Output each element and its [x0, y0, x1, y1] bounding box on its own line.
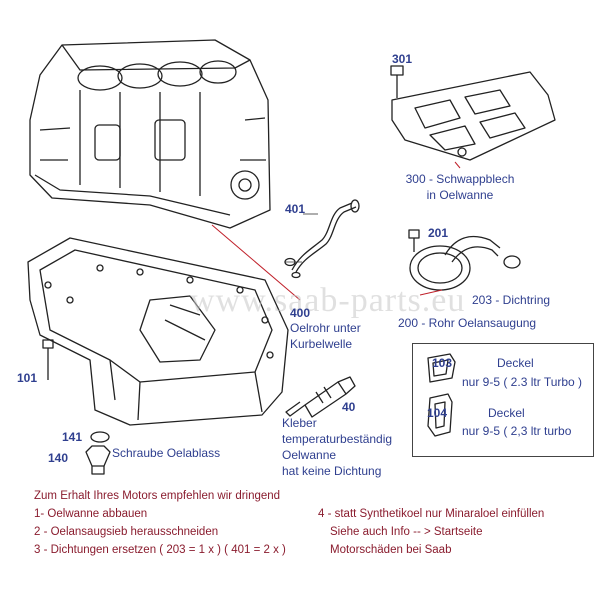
watermark: www.saab-parts.eu: [190, 282, 466, 319]
label-401: 401: [285, 202, 306, 216]
drain-plug: [85, 431, 111, 475]
label-40-line1: Kleber: [282, 416, 317, 430]
note-1: 1- Oelwanne abbauen: [34, 508, 148, 520]
cover-103: [427, 353, 456, 383]
label-400-line1: Oelrohr unter: [290, 321, 361, 335]
oil-suction-pipe: [408, 229, 521, 291]
label-203: 203 - Dichtring: [472, 293, 551, 307]
baffle-plate: [391, 71, 556, 161]
bolt-101: [42, 339, 54, 380]
bolt-301: [390, 65, 404, 98]
label-140: 140: [48, 451, 69, 465]
label-201: 201: [428, 226, 449, 240]
label-104-title: Deckel: [488, 406, 525, 420]
label-200: 200 - Rohr Oelansaugung: [398, 316, 537, 330]
engine-block: [29, 39, 271, 229]
label-140-desc: Schraube Oelablass: [112, 446, 221, 460]
label-400-line2: Kurbelwelle: [290, 337, 353, 351]
label-104-sub: nur 9-5 ( 2,3 ltr turbo: [462, 424, 572, 438]
label-103-title: Deckel: [497, 356, 534, 370]
note-6: Motorschäden bei Saab: [330, 544, 452, 556]
note-5: Siehe auch Info -- > Startseite: [330, 526, 483, 538]
oil-pipe: [284, 199, 360, 279]
label-40: 40: [342, 400, 356, 414]
oil-pan: [27, 237, 289, 426]
cover-104: [427, 393, 453, 437]
label-301: 301: [392, 52, 413, 66]
label-40-line4: hat keine Dichtung: [282, 464, 382, 478]
leader-400: [211, 224, 301, 301]
label-40-line3: Oelwanne: [282, 448, 337, 462]
note-4: 4 - statt Synthetikoel nur Minaraloel ei…: [318, 508, 545, 520]
label-101: 101: [17, 371, 38, 385]
label-141: 141: [62, 430, 83, 444]
notes-heading: Zum Erhalt Ihres Motors empfehlen wir dr…: [34, 490, 281, 502]
label-103-sub: nur 9-5 ( 2.3 ltr Turbo ): [462, 375, 583, 389]
sealant-tube: [285, 376, 356, 418]
leader-300: [454, 161, 461, 169]
deckel-box: [412, 343, 594, 457]
label-40-line2: temperaturbeständig: [282, 432, 393, 446]
label-300-sub: in Oelwanne: [426, 188, 494, 202]
label-400: 400: [290, 306, 311, 320]
label-103: 103: [432, 356, 453, 370]
label-300: 300 - Schwappblech: [405, 172, 515, 186]
leader-200: [419, 289, 443, 296]
note-3: 3 - Dichtungen ersetzen ( 203 = 1 x ) ( …: [34, 544, 286, 556]
label-104: 104: [427, 406, 448, 420]
note-2: 2 - Oelansaugsieb herausschneiden: [34, 526, 219, 538]
